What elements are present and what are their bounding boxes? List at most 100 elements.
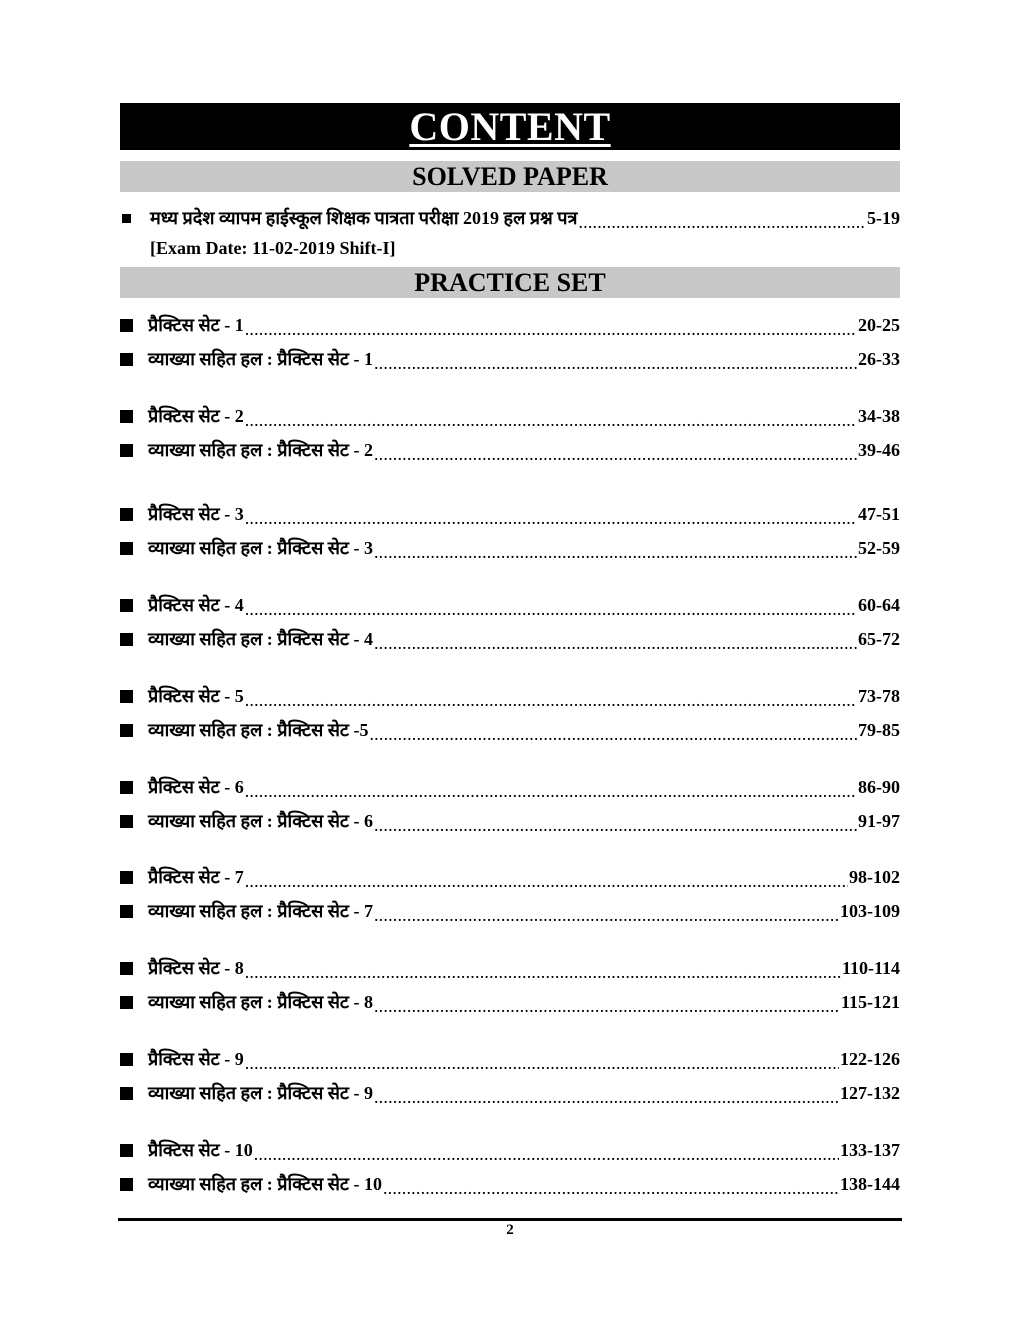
square-bullet-icon — [120, 632, 133, 646]
toc-entry[interactable]: प्रैक्टिस सेट - 1.......................… — [120, 310, 900, 340]
dot-leader: ........................................… — [578, 217, 866, 232]
page-number: 2 — [506, 1222, 514, 1238]
dot-leader: ........................................… — [382, 1183, 839, 1198]
toc-entry[interactable]: व्याख्या सहित हल : प्रैक्टिस सेट - 10...… — [120, 1169, 900, 1199]
square-bullet-icon — [120, 409, 133, 423]
entry-pages: 52-59 — [858, 537, 900, 558]
page-title: CONTENT — [409, 104, 611, 149]
entry-label: व्याख्या सहित हल : प्रैक्टिस सेट - 3 — [148, 538, 373, 558]
entry-label: मध्य प्रदेश व्यापम हाईस्कूल शिक्षक पात्र… — [150, 208, 578, 228]
toc-entry[interactable]: प्रैक्टिस सेट - 8.......................… — [120, 953, 900, 983]
square-bullet-icon — [120, 814, 133, 828]
toc-entry[interactable]: प्रैक्टिस सेट - 7.......................… — [120, 862, 900, 892]
toc-entry[interactable]: व्याख्या सहित हल : प्रैक्टिस सेट - 1....… — [120, 344, 900, 374]
entry-label: प्रैक्टिस सेट - 10 — [148, 1140, 253, 1160]
square-bullet-icon — [120, 1086, 133, 1100]
entry-pages: 110-114 — [841, 957, 900, 978]
entry-pages: 73-78 — [858, 685, 900, 706]
entry-label: व्याख्या सहित हल : प्रैक्टिस सेट - 8 — [148, 992, 373, 1012]
square-bullet-icon — [120, 352, 133, 366]
dot-leader: ........................................… — [369, 729, 857, 744]
entry-pages: 5-19 — [867, 207, 900, 228]
square-bullet-icon — [120, 870, 133, 884]
toc-entry[interactable]: व्याख्या सहित हल : प्रैक्टिस सेट - 2....… — [120, 435, 900, 465]
toc-entry[interactable]: प्रैक्टिस सेट - 6.......................… — [120, 772, 900, 802]
toc-entry[interactable]: प्रैक्टिस सेट - 3.......................… — [120, 499, 900, 529]
toc-entry[interactable]: व्याख्या सहित हल : प्रैक्टिस सेट - 6....… — [120, 806, 900, 836]
dot-leader: ........................................… — [244, 967, 841, 982]
entry-pages: 20-25 — [858, 314, 900, 335]
dot-leader: ........................................… — [373, 820, 857, 835]
entry-pages: 39-46 — [858, 439, 900, 460]
entry-pages: 79-85 — [858, 719, 900, 740]
entry-label: व्याख्या सहित हल : प्रैक्टिस सेट - 6 — [148, 811, 373, 831]
toc-entry[interactable]: प्रैक्टिस सेट - 4.......................… — [120, 590, 900, 620]
entry-pages: 65-72 — [858, 628, 900, 649]
toc-entry[interactable]: व्याख्या सहित हल : प्रैक्टिस सेट -5.....… — [120, 715, 900, 745]
entry-pages: 26-33 — [858, 348, 900, 369]
toc-entry[interactable]: व्याख्या सहित हल : प्रैक्टिस सेट - 3....… — [120, 533, 900, 563]
entry-pages: 86-90 — [858, 776, 900, 797]
dot-leader: ........................................… — [373, 1092, 839, 1107]
toc-entry[interactable]: प्रैक्टिस सेट - 9.......................… — [120, 1044, 900, 1074]
dot-leader: ........................................… — [244, 513, 857, 528]
dot-leader: ........................................… — [373, 449, 857, 464]
dot-leader: ........................................… — [373, 638, 857, 653]
entry-pages: 133-137 — [840, 1139, 900, 1160]
dot-leader: ........................................… — [244, 604, 857, 619]
entry-label: प्रैक्टिस सेट - 2 — [148, 406, 244, 426]
entry-pages: 115-121 — [840, 991, 900, 1012]
entry-label: प्रैक्टिस सेट - 3 — [148, 504, 244, 524]
entry-pages: 34-38 — [858, 405, 900, 426]
entry-pages: 47-51 — [858, 503, 900, 524]
square-bullet-icon — [120, 904, 133, 918]
toc-entry[interactable]: व्याख्या सहित हल : प्रैक्टिस सेट - 4....… — [120, 624, 900, 654]
entry-pages: 103-109 — [840, 900, 900, 921]
entry-label: व्याख्या सहित हल : प्रैक्टिस सेट - 1 — [148, 349, 373, 369]
square-bullet-icon — [122, 213, 131, 223]
dot-leader: ........................................… — [244, 786, 857, 801]
dot-leader: ........................................… — [373, 1001, 840, 1016]
entry-label: प्रैक्टिस सेट - 1 — [148, 315, 244, 335]
dot-leader: ........................................… — [373, 910, 839, 925]
square-bullet-icon — [120, 443, 133, 457]
toc-entry[interactable]: प्रैक्टिस सेट - 10......................… — [120, 1135, 900, 1165]
entry-label: व्याख्या सहित हल : प्रैक्टिस सेट - 9 — [148, 1083, 373, 1103]
toc-entry[interactable]: व्याख्या सहित हल : प्रैक्टिस सेट - 7....… — [120, 896, 900, 926]
entry-label: व्याख्या सहित हल : प्रैक्टिस सेट - 10 — [148, 1174, 382, 1194]
entry-pages: 122-126 — [840, 1048, 900, 1069]
toc-entry[interactable]: प्रैक्टिस सेट - 2.......................… — [120, 401, 900, 431]
square-bullet-icon — [120, 780, 133, 794]
square-bullet-icon — [120, 541, 133, 555]
entry-label: प्रैक्टिस सेट - 7 — [148, 867, 244, 887]
square-bullet-icon — [120, 1177, 133, 1191]
section-heading-solved-paper: SOLVED PAPER — [120, 161, 900, 192]
footer-rule — [118, 1218, 902, 1221]
dot-leader: ........................................… — [244, 324, 857, 339]
square-bullet-icon — [120, 598, 133, 612]
dot-leader: ........................................… — [244, 415, 857, 430]
toc-entry[interactable]: व्याख्या सहित हल : प्रैक्टिस सेट - 8....… — [120, 987, 900, 1017]
toc-entry[interactable]: व्याख्या सहित हल : प्रैक्टिस सेट - 9....… — [120, 1078, 900, 1108]
entry-label: प्रैक्टिस सेट - 4 — [148, 595, 244, 615]
entry-label: प्रैक्टिस सेट - 9 — [148, 1049, 244, 1069]
entry-pages: 127-132 — [840, 1082, 900, 1103]
square-bullet-icon — [120, 1143, 133, 1157]
dot-leader: ........................................… — [373, 547, 857, 562]
content-title-bar: CONTENT — [120, 103, 900, 150]
entry-pages: 91-97 — [858, 810, 900, 831]
entry-label: व्याख्या सहित हल : प्रैक्टिस सेट - 2 — [148, 440, 373, 460]
square-bullet-icon — [120, 1052, 133, 1066]
toc-entry[interactable]: प्रैक्टिस सेट - 5.......................… — [120, 681, 900, 711]
section-heading-practice-set: PRACTICE SET — [120, 267, 900, 298]
exam-date: [Exam Date: 11-02-2019 Shift-I] — [150, 238, 396, 258]
dot-leader: ........................................… — [244, 876, 848, 891]
square-bullet-icon — [120, 318, 133, 332]
square-bullet-icon — [120, 689, 133, 703]
toc-entry-solved-paper[interactable]: मध्य प्रदेश व्यापम हाईस्कूल शिक्षक पात्र… — [120, 203, 900, 233]
entry-pages: 98-102 — [849, 866, 900, 887]
dot-leader: ........................................… — [253, 1149, 839, 1164]
entry-label: व्याख्या सहित हल : प्रैक्टिस सेट - 4 — [148, 629, 373, 649]
square-bullet-icon — [120, 995, 133, 1009]
square-bullet-icon — [120, 961, 133, 975]
